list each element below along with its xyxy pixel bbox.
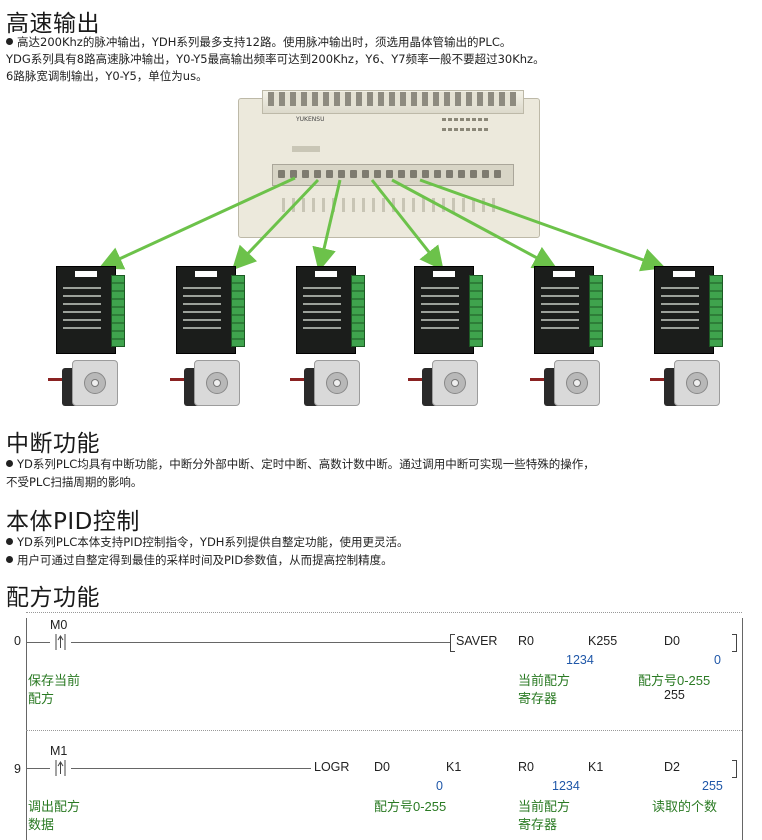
paragraph-line: YD系列PLC均具有中断功能，中断分外部中断、定时中断、高数计数中断。通过调用中…: [6, 456, 595, 473]
ladder-right-rail: [742, 618, 743, 840]
instruction-name[interactable]: SAVER: [456, 634, 498, 648]
contact-label: M1: [50, 744, 68, 758]
section-title-interrupt: 中断功能: [6, 431, 100, 457]
stepper-motor: [650, 356, 720, 412]
stepper-driver: [296, 266, 365, 354]
operand-1[interactable]: R0: [518, 634, 534, 648]
arrow-1: [98, 176, 296, 270]
operand-1-comment: 当前配方: [518, 673, 571, 688]
stepper-motor: [408, 356, 478, 412]
stepper-motor: [170, 356, 240, 412]
instruction-bracket-right: [732, 634, 737, 652]
stepper-driver: [534, 266, 603, 354]
plc-image: YUKENSU: [232, 88, 552, 238]
operand-2[interactable]: K255: [588, 634, 618, 648]
rung-comment: 配方: [28, 691, 55, 706]
bullet-icon: [6, 556, 13, 563]
arrow-6: [419, 178, 666, 272]
arrow-4: [370, 179, 444, 271]
operand-3-value: 1234: [552, 779, 580, 793]
rising-edge-contact-icon[interactable]: [50, 760, 72, 776]
instruction-bracket-left: [450, 634, 455, 652]
stepper-motor: [530, 356, 600, 412]
bullet-icon: [6, 38, 13, 45]
operand-5[interactable]: D2: [664, 760, 680, 774]
instruction-bracket-right: [732, 760, 737, 778]
paragraph-line: 6路脉宽调制输出，Y0-Y5，单位为us。: [6, 69, 208, 83]
contact-label: M0: [50, 618, 68, 632]
operand-5-comment: 读取的个数: [652, 799, 718, 814]
operand-4[interactable]: K1: [588, 760, 604, 774]
section-title-pid: 本体PID控制: [6, 509, 140, 535]
ladder-left-rail: [26, 618, 27, 840]
paragraph-line: YDG系列具有8路高速脉冲输出，Y0-Y5最高输出频率可达到200Khz，Y6、…: [6, 52, 545, 66]
stepper-driver: [414, 266, 483, 354]
paragraph-line: 高达200Khz的脉冲输出，YDH系列最多支持12路。使用脉冲输出时，须选用晶体…: [6, 34, 511, 51]
bullet-icon: [6, 538, 13, 545]
operand-3-comment: 当前配方: [518, 799, 571, 814]
operand-1-comment: 寄存器: [518, 691, 558, 706]
operand-3-comment: 配方号0-255: [638, 673, 711, 688]
plc-brand-label: YUKENSU: [296, 116, 325, 123]
operand-5-value: 255: [702, 779, 723, 793]
operand-3-value: 0: [714, 653, 721, 667]
operand-1-value: 1234: [566, 653, 594, 667]
stepper-motor: [290, 356, 360, 412]
rung-comment: 调出配方: [28, 799, 81, 814]
rung-step-number: 9: [14, 762, 21, 776]
arrow-5: [391, 178, 558, 269]
section-title-recipe: 配方功能: [6, 585, 100, 611]
stepper-driver: [56, 266, 125, 354]
operand-1-comment: 配方号0-255: [374, 799, 447, 814]
rung-comment: 数据: [28, 817, 55, 832]
operand-2[interactable]: K1: [446, 760, 462, 774]
arrow-2: [231, 178, 320, 271]
rising-edge-contact-icon[interactable]: [50, 634, 72, 650]
operand-1[interactable]: D0: [374, 760, 390, 774]
bullet-icon: [6, 460, 13, 467]
operand-3[interactable]: R0: [518, 760, 534, 774]
operand-3-comment: 寄存器: [518, 817, 558, 832]
paragraph-line: 用户可通过自整定得到最佳的采样时间及PID参数值，从而提高控制精度。: [6, 552, 393, 569]
instruction-name[interactable]: LOGR: [314, 760, 350, 774]
stepper-driver: [176, 266, 245, 354]
arrow-3: [312, 179, 342, 272]
section-title-high-speed: 高速输出: [6, 11, 100, 37]
operand-3-comment-value: 255: [664, 688, 685, 702]
stepper-motor: [48, 356, 118, 412]
stepper-driver: [654, 266, 723, 354]
rung-step-number: 0: [14, 634, 21, 648]
operand-3[interactable]: D0: [664, 634, 680, 648]
paragraph-line: 不受PLC扫描周期的影响。: [6, 475, 143, 489]
operand-2-value: 0: [436, 779, 443, 793]
rung-comment: 保存当前: [28, 673, 81, 688]
paragraph-line: YD系列PLC本体支持PID控制指令，YDH系列提供自整定功能，使用更灵活。: [6, 534, 408, 551]
